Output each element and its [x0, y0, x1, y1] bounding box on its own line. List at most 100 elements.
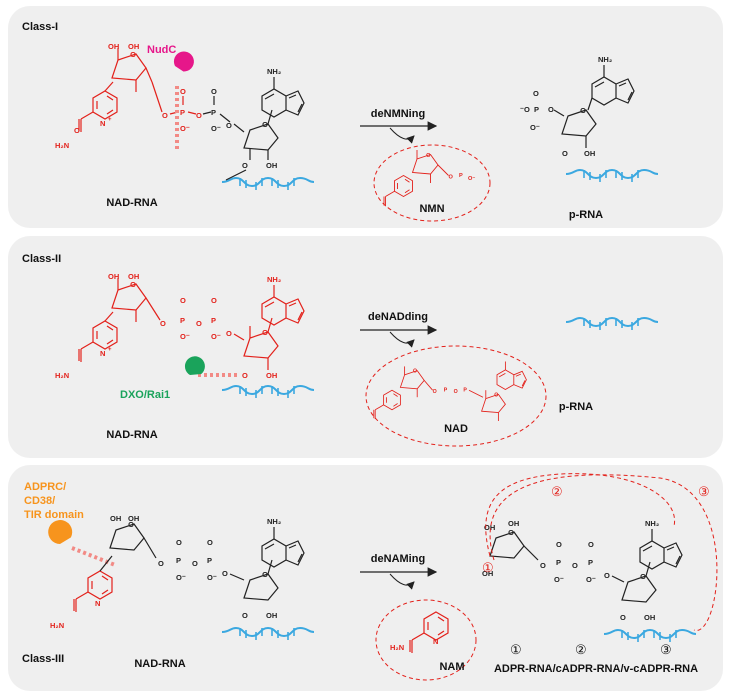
- svg-text:O: O: [196, 111, 202, 120]
- circled-2-marker: ②: [551, 484, 563, 499]
- svg-text:O: O: [454, 389, 458, 395]
- svg-text:O⁻: O⁻: [468, 176, 475, 182]
- svg-text:⁻O: ⁻O: [520, 105, 530, 114]
- svg-text:O⁻: O⁻: [211, 124, 221, 133]
- svg-text:O: O: [158, 559, 164, 568]
- svg-text:OH: OH: [266, 161, 277, 170]
- svg-text:O: O: [196, 319, 202, 328]
- svg-text:P: P: [180, 108, 185, 117]
- cyclization-path-3: [489, 474, 718, 631]
- nudc-label: NudC: [147, 44, 176, 56]
- class-3-release-arrow: [389, 573, 415, 590]
- panel-class-1-background: [8, 6, 723, 228]
- svg-text:N: N: [100, 349, 105, 358]
- panel-class-1: Class-I N + H₂N O OH OH O P O O⁻ O P O O: [8, 6, 723, 228]
- dxo-label: DXO/Rai1: [120, 389, 170, 401]
- nmn-molecule: O P O⁻: [383, 149, 475, 207]
- svg-text:N: N: [433, 637, 438, 646]
- legend-circled-3: ③: [660, 642, 672, 657]
- cyclization-path-2: [485, 473, 676, 557]
- class-3-reaction-label: deNAMing: [371, 553, 425, 565]
- svg-text:OH: OH: [266, 371, 277, 380]
- svg-text:NH₂: NH₂: [267, 275, 281, 284]
- svg-text:O: O: [162, 111, 168, 120]
- svg-text:O⁻: O⁻: [211, 332, 221, 341]
- svg-text:O: O: [572, 561, 578, 570]
- svg-text:P: P: [534, 105, 539, 114]
- nam-byproduct-circle: [375, 599, 477, 681]
- svg-text:N: N: [95, 599, 100, 608]
- svg-text:O: O: [74, 126, 80, 135]
- class-1-reaction-label: deNMNing: [371, 108, 425, 120]
- svg-text:O: O: [620, 613, 626, 622]
- panel-class-2-background: [8, 236, 723, 458]
- svg-text:NH₂: NH₂: [645, 519, 659, 528]
- svg-text:O: O: [180, 296, 186, 305]
- class-3-label: Class-III: [22, 653, 64, 665]
- svg-text:O⁻: O⁻: [180, 332, 190, 341]
- svg-text:NH₂: NH₂: [267, 67, 281, 76]
- svg-text:O: O: [449, 175, 454, 181]
- svg-text:O: O: [192, 559, 198, 568]
- panel-class-3-background: [8, 465, 723, 691]
- svg-text:OH: OH: [484, 523, 495, 532]
- svg-text:O: O: [242, 371, 248, 380]
- svg-text:OH: OH: [266, 611, 277, 620]
- dxo-enzyme-icon: [184, 356, 205, 375]
- svg-text:O: O: [242, 611, 248, 620]
- adprc-label-line-2: CD38/: [24, 495, 55, 507]
- svg-text:NH₂: NH₂: [267, 517, 281, 526]
- class-1-product-label: p-RNA: [569, 209, 603, 221]
- svg-text:O⁻: O⁻: [554, 575, 564, 584]
- nam-molecule: H₂N N: [390, 611, 449, 654]
- svg-text:P: P: [211, 316, 216, 325]
- class-1-substrate-label: NAD-RNA: [106, 197, 157, 209]
- svg-text:O: O: [226, 329, 232, 338]
- svg-text:P: P: [207, 556, 212, 565]
- svg-text:P: P: [459, 173, 463, 179]
- class-2-release-arrow: [389, 331, 415, 348]
- svg-text:OH: OH: [584, 149, 595, 158]
- svg-text:NH₂: NH₂: [598, 55, 612, 64]
- svg-text:O⁻: O⁻: [176, 573, 186, 582]
- class-3-product-label: ADPR-RNA/cADPR-RNA/v-cADPR-RNA: [494, 663, 698, 675]
- svg-text:P: P: [463, 388, 467, 394]
- svg-text:OH: OH: [108, 42, 119, 51]
- svg-text:O: O: [242, 161, 248, 170]
- legend-circled-2: ②: [575, 642, 587, 657]
- svg-text:O⁻: O⁻: [207, 573, 217, 582]
- panel-class-3: ADPRC/ CD38/ TIR domain N H₂N OH OH O P …: [8, 465, 723, 691]
- nad-rna-molecule-class-2: N + H₂N OH OH O P O O⁻ O P O O⁻ O NH₂ O …: [55, 272, 315, 399]
- class-1-release-arrow: [389, 127, 415, 144]
- class-2-product-label: p-RNA: [559, 401, 593, 413]
- svg-text:OH: OH: [128, 42, 139, 51]
- svg-text:O: O: [207, 538, 213, 547]
- adpr-rna-molecule: OH OH OH O P O O⁻ O P O O⁻ O NH₂ O OH: [482, 519, 697, 643]
- circled-3-marker: ③: [698, 484, 710, 499]
- adprc-enzyme-icon: [48, 520, 73, 544]
- adprc-label-line-3: TIR domain: [24, 509, 84, 521]
- nad-molecule: O P O P: [373, 361, 527, 422]
- svg-text:O⁻: O⁻: [180, 124, 190, 133]
- svg-text:+: +: [108, 347, 112, 353]
- svg-text:H₂N: H₂N: [50, 621, 64, 630]
- svg-text:P: P: [444, 388, 448, 394]
- svg-text:P: P: [588, 558, 593, 567]
- svg-text:OH: OH: [128, 272, 139, 281]
- nudc-enzyme-icon: [173, 51, 194, 72]
- panel-class-2: Class-II N + H₂N OH OH O P O O⁻ O P O O⁻…: [8, 236, 723, 458]
- svg-text:O: O: [533, 89, 539, 98]
- svg-text:H₂N: H₂N: [55, 371, 69, 380]
- svg-text:OH: OH: [110, 514, 121, 523]
- svg-text:O⁻: O⁻: [586, 575, 596, 584]
- svg-text:O: O: [226, 121, 232, 130]
- svg-text:O: O: [211, 296, 217, 305]
- svg-text:OH: OH: [644, 613, 655, 622]
- class-2-reaction-label: deNADding: [368, 311, 428, 323]
- svg-text:H₂N: H₂N: [55, 141, 69, 150]
- svg-text:O: O: [176, 538, 182, 547]
- svg-text:P: P: [211, 108, 216, 117]
- svg-text:+: +: [108, 117, 112, 123]
- p-rna-molecule-class-1: ⁻O P O O⁻ O NH₂ OH O: [520, 55, 659, 183]
